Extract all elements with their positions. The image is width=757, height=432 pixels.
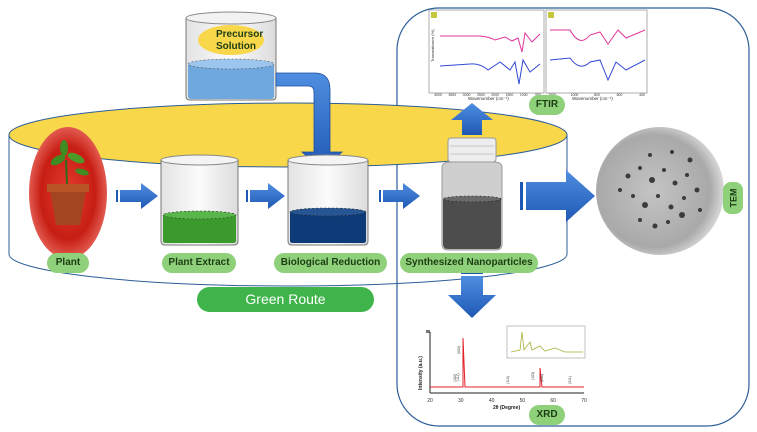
precursor-label-line-2: Solution bbox=[216, 41, 256, 52]
plant-image bbox=[29, 127, 107, 259]
xrd-peak-label: (002) bbox=[457, 346, 461, 354]
xrd-pattern bbox=[430, 337, 584, 388]
ftir-right-tick-label: 400 bbox=[639, 93, 645, 97]
xrd-peak-label: (220) bbox=[540, 374, 544, 382]
arrow-reduction-to-vial bbox=[379, 183, 420, 209]
ftir-label: FTIR bbox=[529, 95, 565, 115]
biological-reduction-beaker bbox=[287, 154, 369, 246]
arrow-vial-to-ftir bbox=[451, 103, 493, 135]
ftir-left-tick-label: 2000 bbox=[491, 93, 499, 97]
plant-label: Plant bbox=[47, 253, 89, 273]
tem-label-text: TEM bbox=[728, 188, 738, 208]
xrd-tick-label: 40 bbox=[489, 398, 495, 404]
xrd-ylabel: Intensity (a.u.) bbox=[418, 356, 424, 390]
reaction-disk-body bbox=[8, 135, 568, 287]
xrd-tick-label: 70 bbox=[581, 398, 587, 404]
xrd-xlabel: 2θ (Degree) bbox=[493, 405, 520, 411]
tem-image bbox=[596, 127, 724, 255]
arrow-plant-to-extract bbox=[116, 183, 158, 209]
xrd-tick-label: 60 bbox=[550, 398, 556, 404]
ftir-left-xlabel: Wavenumber (cm⁻¹) bbox=[468, 96, 509, 101]
ftir-zoom-upper bbox=[550, 29, 646, 45]
arrow-vial-to-xrd bbox=[448, 272, 496, 318]
xrd-tick-label: 30 bbox=[458, 398, 464, 404]
ftir-left-tick-label: 3000 bbox=[463, 93, 471, 97]
xrd-peak-label: (110) bbox=[506, 376, 510, 384]
arrow-vial-to-tem bbox=[520, 170, 595, 222]
green-route-banner: Green Route bbox=[197, 287, 374, 312]
xrd-peak-labels: (002) (111)(102) (110) (103) (220) (311) bbox=[453, 346, 572, 384]
synthesized-nanoparticles-label: Synthesized Nanoparticles bbox=[400, 253, 538, 273]
xrd-tick-label: 20 bbox=[427, 398, 433, 404]
tem-label: TEM bbox=[723, 182, 743, 214]
xrd-chart: Intensity (a.u.) 2θ (Degree) 20 30 40 50 60 7… bbox=[418, 325, 587, 411]
xrd-peak-label: (311) bbox=[568, 376, 572, 384]
ftir-right-xticks: 15001000800600400 bbox=[548, 93, 645, 97]
nanoparticle-vial bbox=[441, 137, 503, 251]
xrd-peak-label: (102) bbox=[453, 374, 457, 382]
precursor-label-line-1: Precursor bbox=[216, 29, 264, 40]
ftir-left-tick-label: 1000 bbox=[520, 93, 528, 97]
ftir-spectrum-upper bbox=[440, 31, 541, 53]
xrd-label: XRD bbox=[529, 405, 565, 425]
xrd-peak-label: (103) bbox=[531, 372, 535, 380]
xrd-inset-pattern bbox=[510, 331, 583, 353]
ftir-right-tick-label: 600 bbox=[617, 93, 623, 97]
characterization-panel bbox=[396, 7, 750, 427]
ftir-right-tick-label: 1000 bbox=[571, 93, 579, 97]
xrd-xticks: 20 30 40 50 60 70 bbox=[427, 398, 587, 404]
ftir-left-ylabel: Transmittance (%) bbox=[430, 29, 435, 62]
ftir-right-tick-label: 800 bbox=[594, 93, 600, 97]
plant-extract-beaker bbox=[160, 154, 239, 246]
biological-reduction-label: Biological Reduction bbox=[274, 253, 387, 273]
ftir-left-tick-label: 1500 bbox=[506, 93, 514, 97]
precursor-solution-label: Precursor Solution bbox=[216, 29, 264, 53]
ftir-left-tick-label: 4000 bbox=[434, 93, 442, 97]
plant-extract-label: Plant Extract bbox=[162, 253, 236, 273]
precursor-beaker bbox=[185, 11, 277, 101]
ftir-left-tick-label: 3500 bbox=[448, 93, 456, 97]
ftir-left-tick-label: 2500 bbox=[477, 93, 485, 97]
arrow-extract-to-reduction bbox=[246, 183, 285, 209]
ftir-spectrum-lower bbox=[439, 58, 541, 85]
xrd-tick-label: 50 bbox=[520, 398, 526, 404]
xrd-peak-label: (111) bbox=[456, 373, 460, 381]
ftir-right-xlabel: Wavenumber (cm⁻¹) bbox=[572, 96, 613, 101]
xrd-inset bbox=[506, 325, 586, 359]
ftir-chart: Transmittance (%) Wavenumber (cm⁻¹) Wave… bbox=[428, 9, 648, 101]
ftir-zoom-lower bbox=[549, 57, 646, 82]
